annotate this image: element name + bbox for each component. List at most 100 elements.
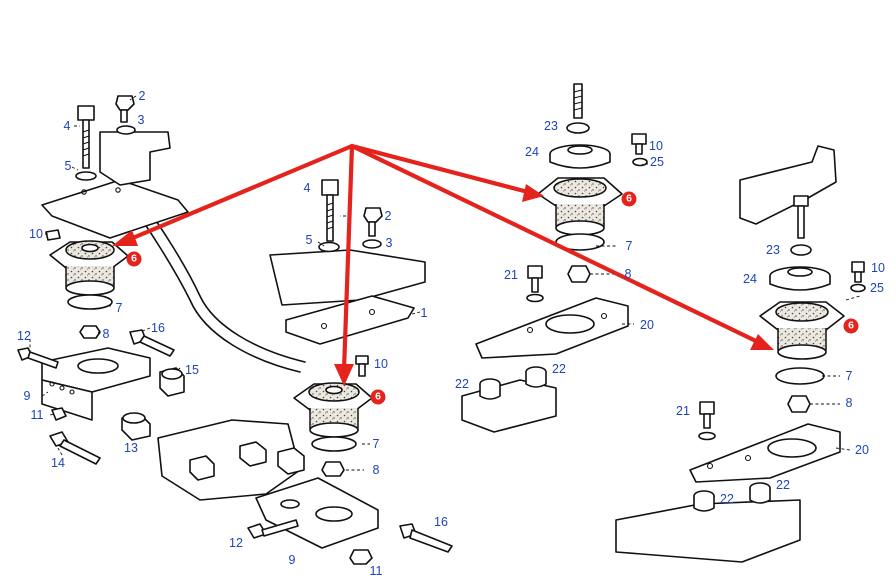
- right-washer-23: [790, 244, 812, 256]
- callout-12-center: 12: [229, 536, 243, 550]
- center-rubber-mount-6: [293, 382, 373, 452]
- center-bushings-13: [189, 441, 305, 481]
- mid-stud-23: [573, 83, 583, 119]
- callout-10-right: 10: [871, 261, 885, 275]
- center-bolt-2: [363, 207, 383, 237]
- mid-bolt-10: [631, 133, 647, 155]
- right-bracket: [739, 145, 837, 225]
- left-bolt-16: [129, 329, 175, 357]
- left-support-tube-edge: [139, 197, 306, 363]
- callout-3-center: 3: [385, 236, 393, 250]
- callout-10-center: 10: [374, 357, 388, 371]
- callout-8-left: 8: [102, 327, 110, 341]
- mid-spacer-7: [555, 233, 605, 251]
- callout-20-mid: 20: [640, 318, 654, 332]
- callout-22-mid-right: 22: [552, 362, 566, 376]
- left-nut-10: [45, 229, 61, 241]
- right-spacer-7: [775, 367, 825, 385]
- callout-5-left: 5: [64, 159, 72, 173]
- right-plate-20: [689, 423, 841, 483]
- mid-washer-21: [526, 293, 544, 303]
- callout-13-left: 13: [124, 441, 138, 455]
- left-nut-8: [79, 325, 101, 339]
- left-bolt-2: [115, 95, 135, 123]
- left-bushing-15: [159, 367, 185, 397]
- callout-9-left: 9: [23, 389, 31, 403]
- left-bolt-12: [17, 347, 59, 369]
- callout-11-left: 11: [30, 408, 44, 422]
- callout-8-mid: 8: [624, 267, 632, 281]
- left-mount-assembly: [17, 95, 306, 465]
- center-spacer-7: [311, 436, 357, 452]
- mid-right-mount-assembly: [461, 83, 648, 433]
- center-washer-5: [318, 241, 340, 253]
- left-washer-3: [116, 125, 136, 135]
- arrow-to-right-mount: [349, 143, 761, 345]
- left-bushing-13: [121, 412, 151, 441]
- right-rubber-mount-6: [759, 301, 845, 385]
- callout-6-mid-badge: 6: [621, 191, 637, 207]
- center-nut-11: [349, 549, 373, 565]
- callout-7-left: 7: [115, 301, 123, 315]
- callout-2-center: 2: [384, 209, 392, 223]
- right-washer-21: [698, 431, 716, 441]
- right-washer-25: [850, 283, 866, 293]
- right-bolt-10: [851, 261, 865, 283]
- highlight-arrows: [112, 143, 774, 386]
- left-nut-11: [51, 407, 67, 421]
- callout-6-right-badge: 6: [843, 318, 859, 334]
- mid-bolt-21: [527, 265, 543, 293]
- callout-22-right-left: 22: [720, 492, 734, 506]
- callout-21-mid: 21: [504, 268, 518, 282]
- center-bolt-16: [399, 523, 453, 553]
- callout-7-right: 7: [845, 369, 853, 383]
- callout-8-right: 8: [845, 396, 853, 410]
- callout-23-mid: 23: [544, 119, 558, 133]
- arrow-to-center-mount: [341, 143, 355, 373]
- mid-cup-washer-24: [549, 144, 611, 169]
- left-top-bracket: [41, 179, 189, 239]
- callout-14-left: 14: [51, 456, 65, 470]
- callout-16-left: 16: [151, 321, 165, 335]
- callout-11-center: 11: [369, 564, 383, 578]
- left-washer-5: [75, 171, 97, 181]
- mid-plate-20: [475, 297, 629, 359]
- callout-15-left: 15: [185, 363, 199, 377]
- callout-23-right: 23: [766, 243, 780, 257]
- left-spacer-7: [67, 294, 113, 310]
- callout-4-left: 4: [63, 119, 71, 133]
- arrow-to-mid-mount: [349, 143, 531, 195]
- left-rubber-mount-6: [49, 240, 129, 310]
- left-bolt-4: [77, 105, 95, 169]
- callout-8-center: 8: [372, 463, 380, 477]
- right-mount-assembly: [615, 145, 866, 563]
- center-bracket-1: [285, 295, 415, 345]
- callout-6-center-badge: 6: [370, 389, 386, 405]
- callout-16-center: 16: [434, 515, 448, 529]
- right-bolt-21: [699, 401, 715, 429]
- arrow-to-left-mount: [125, 143, 355, 243]
- callout-7-center: 7: [372, 437, 380, 451]
- callout-4-center: 4: [303, 181, 311, 195]
- callout-1-center: 1: [420, 306, 428, 320]
- callout-25-right: 25: [870, 281, 884, 295]
- center-bolt-10: [355, 355, 369, 377]
- callout-3-left: 3: [137, 113, 145, 127]
- callout-12-left: 12: [17, 329, 31, 343]
- leader-lines: [29, 95, 861, 471]
- callout-22-mid-left: 22: [455, 377, 469, 391]
- left-upright-plate: [99, 131, 171, 186]
- right-nut-8: [787, 395, 811, 413]
- mid-pads-22: [461, 366, 557, 433]
- right-bolt-23: [793, 195, 809, 239]
- callout-25-mid: 25: [650, 155, 664, 169]
- callout-21-right: 21: [676, 404, 690, 418]
- left-lower-bracket-9: [41, 347, 151, 421]
- right-pads-22: [615, 482, 801, 563]
- callout-20-right: 20: [855, 443, 869, 457]
- center-lower-bracket-9: [255, 477, 379, 549]
- callout-7-mid: 7: [625, 239, 633, 253]
- callout-10-mid: 10: [649, 139, 663, 153]
